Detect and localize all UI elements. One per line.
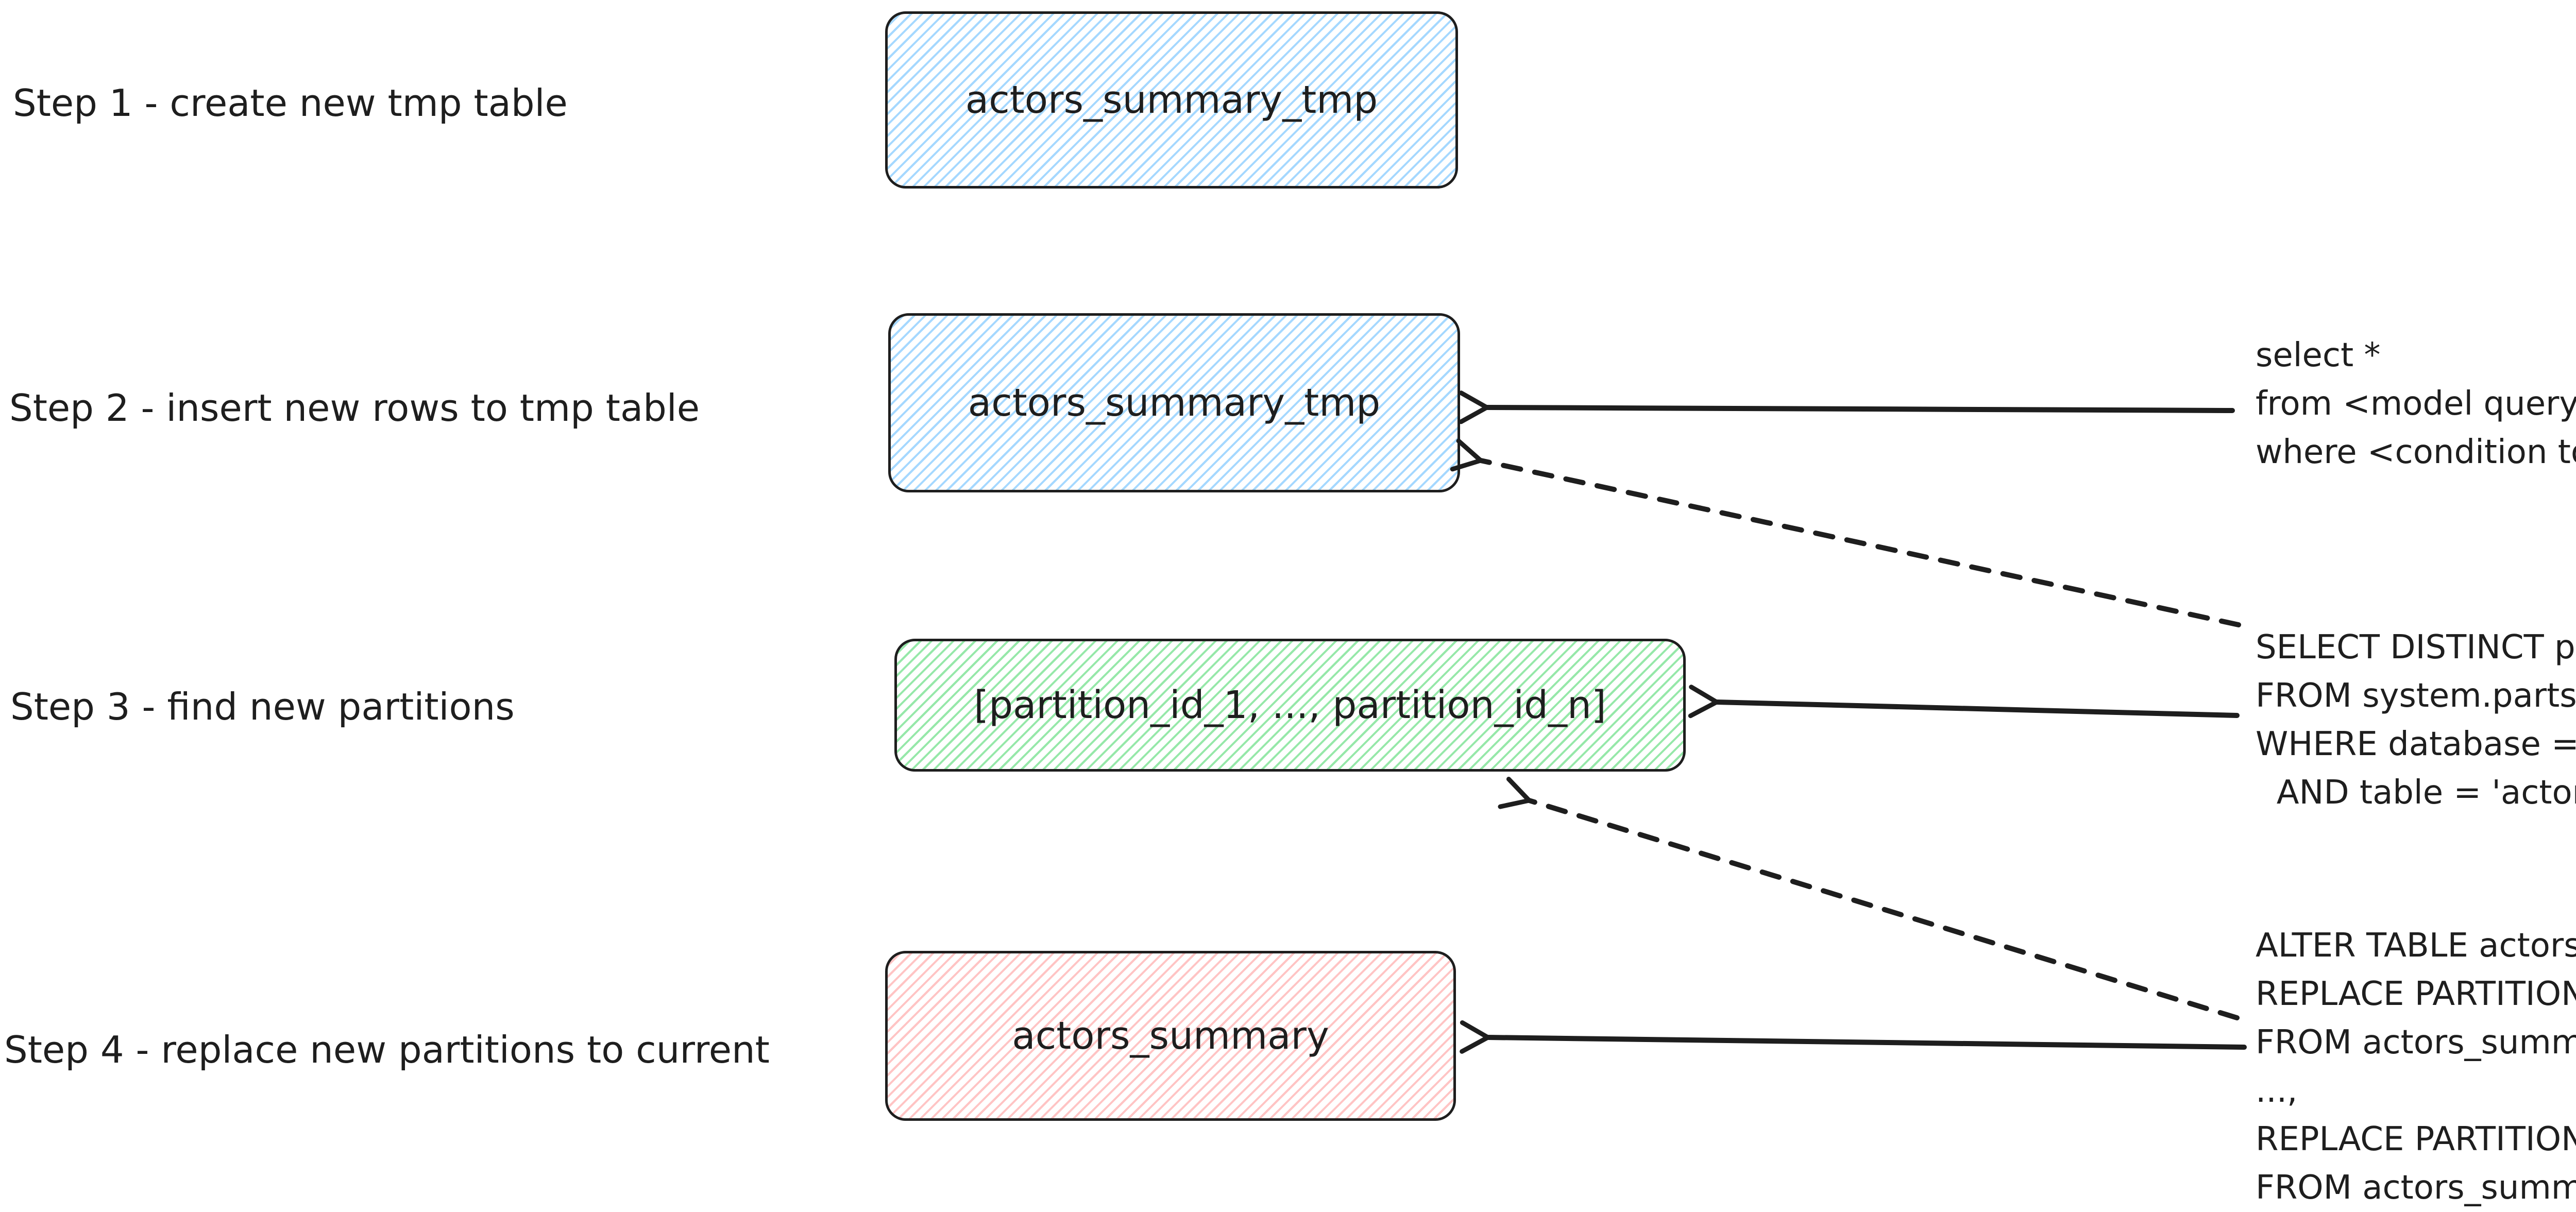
arrow-find-partitions-to-step3-box bbox=[1688, 685, 2240, 719]
find-partitions-query-text: SELECT DISTINCT partition_id FROM system… bbox=[2256, 623, 2576, 817]
sql-line: ..., bbox=[2256, 1072, 2298, 1110]
sql-line: select * bbox=[2256, 336, 2381, 374]
sql-line: from <model query> bbox=[2256, 385, 2576, 423]
step2-tmp-table-node-label: actors_summary_tmp bbox=[968, 381, 1381, 425]
step4-summary-table-node[interactable]: actors_summary bbox=[885, 951, 1456, 1121]
dashed-arrow-replace-partitions-to-step3-box bbox=[1498, 777, 2240, 1020]
step3-partitions-node-label: [partition_id_1, ..., partition_id_n] bbox=[974, 683, 1606, 727]
step2-tmp-table-node[interactable]: actors_summary_tmp bbox=[888, 313, 1460, 492]
sql-line: REPLACE PARTITION partition_id_n bbox=[2256, 1120, 2576, 1158]
sql-line: SELECT DISTINCT partition_id bbox=[2256, 628, 2576, 667]
dashed-arrow-find-partitions-to-step2-box bbox=[1450, 438, 2241, 627]
insert-query-text: select * from <model query> where <condi… bbox=[2256, 331, 2576, 476]
step3-label: Step 3 - find new partitions bbox=[10, 685, 515, 728]
step3-partitions-node[interactable]: [partition_id_1, ..., partition_id_n] bbox=[894, 639, 1686, 772]
step1-tmp-table-node-label: actors_summary_tmp bbox=[965, 78, 1378, 122]
sql-line: AND table = 'actors_summary_tmp' bbox=[2276, 774, 2576, 812]
arrow-replace-partitions-to-step4-box bbox=[1460, 1020, 2247, 1054]
sql-line: ALTER TABLE actors_summary bbox=[2256, 927, 2576, 965]
step4-summary-table-node-label: actors_summary bbox=[1012, 1014, 1329, 1058]
step1-label: Step 1 - create new tmp table bbox=[13, 81, 568, 125]
sql-line: WHERE database = <database> bbox=[2256, 725, 2576, 763]
sql-line: REPLACE PARTITION partition_id_1 bbox=[2256, 975, 2576, 1013]
step2-label: Step 2 - insert new rows to tmp table bbox=[9, 386, 700, 430]
sql-line: FROM actors_summary_tmp, bbox=[2256, 1169, 2576, 1207]
step1-tmp-table-node[interactable]: actors_summary_tmp bbox=[885, 11, 1458, 189]
sql-line: FROM system.parts bbox=[2256, 677, 2576, 715]
arrow-select-to-step2-box bbox=[1459, 390, 2235, 424]
replace-partitions-query-text: ALTER TABLE actors_summary REPLACE PARTI… bbox=[2256, 921, 2576, 1212]
sql-line: where <condition to identify new> bbox=[2256, 433, 2576, 471]
sql-line: FROM actors_summary_tmp, bbox=[2256, 1023, 2576, 1062]
step4-label: Step 4 - replace new partitions to curre… bbox=[4, 1028, 770, 1071]
